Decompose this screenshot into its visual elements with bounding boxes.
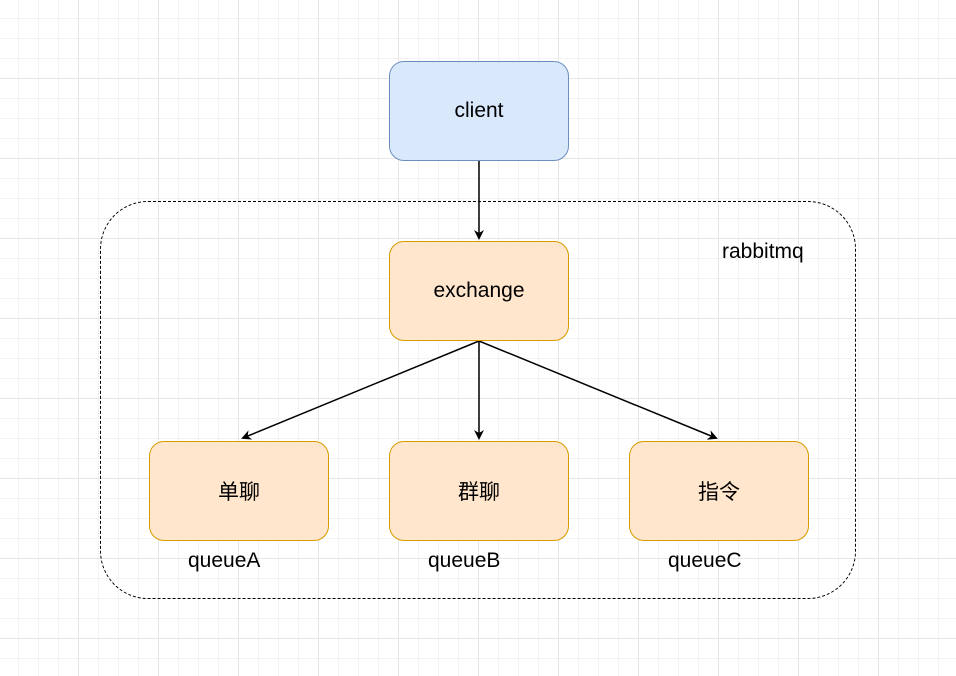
exchange-node[interactable]: exchange — [389, 241, 569, 341]
queue-b-caption: queueB — [428, 549, 501, 572]
client-node[interactable]: client — [389, 61, 569, 161]
queue-a-node-label: 单聊 — [218, 481, 260, 504]
queue-c-node[interactable]: 指令 — [629, 441, 809, 541]
client-node-label: client — [454, 99, 504, 122]
exchange-node-label: exchange — [433, 279, 525, 302]
queue-a-node[interactable]: 单聊 — [149, 441, 329, 541]
queue-b-node[interactable]: 群聊 — [389, 441, 569, 541]
rabbitmq-group-label: rabbitmq — [722, 240, 804, 263]
queue-a-caption: queueA — [188, 549, 261, 572]
rabbitmq-group-boundary — [100, 201, 856, 599]
queue-c-node-label: 指令 — [698, 481, 740, 504]
queue-c-caption: queueC — [668, 549, 742, 572]
queue-b-node-label: 群聊 — [458, 481, 500, 504]
